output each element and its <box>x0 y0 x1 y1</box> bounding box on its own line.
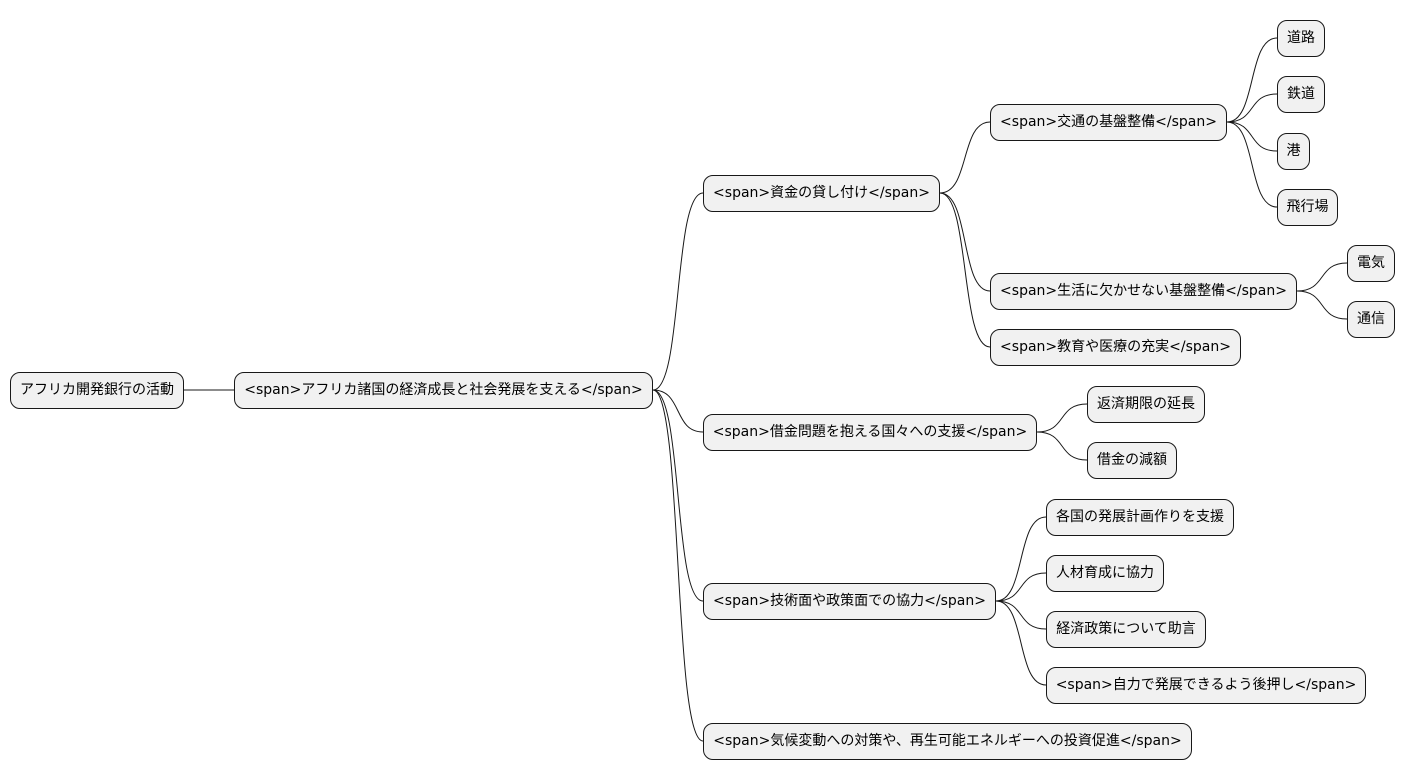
edge-technical-self <box>995 600 1047 686</box>
telecom-node: 通信 <box>1347 301 1395 338</box>
rail-node: 鉄道 <box>1277 76 1325 113</box>
climate-node: <span>気候変動への対策や、再生可能エネルギーへの投資促進</span> <box>703 723 1192 760</box>
edge-debt-extension <box>1036 403 1088 433</box>
edge-level1-climate <box>652 389 704 742</box>
technical-node: <span>技術面や政策面での協力</span> <box>703 583 996 620</box>
edge-level1-loans <box>652 192 704 391</box>
airport-node: 飛行場 <box>1277 189 1338 226</box>
level1-node: <span>アフリカ諸国の経済成長と社会発展を支える</span> <box>234 372 653 409</box>
education-node: <span>教育や医療の充実</span> <box>990 329 1241 366</box>
root-node: アフリカ開発銀行の活動 <box>10 372 184 409</box>
edge-debt-reduction <box>1036 431 1088 461</box>
hr-node: 人材育成に協力 <box>1046 555 1164 592</box>
edge-loans-education <box>939 192 991 348</box>
dev-plan-node: 各国の発展計画作りを支援 <box>1046 499 1234 536</box>
edge-loans-living <box>939 192 991 292</box>
self-reliance-node: <span>自力で発展できるよう後押し</span> <box>1046 667 1366 704</box>
living-node: <span>生活に欠かせない基盤整備</span> <box>990 273 1297 310</box>
edge-transport-airport <box>1226 121 1278 208</box>
debt-extension-node: 返済期限の延長 <box>1087 386 1205 423</box>
electric-node: 電気 <box>1347 245 1395 282</box>
edge-transport-port <box>1226 121 1278 152</box>
edge-level1-technical <box>652 389 704 602</box>
debt-reduction-node: 借金の減額 <box>1087 442 1177 479</box>
edge-living-electric <box>1296 262 1348 292</box>
edge-level1-debt <box>652 389 704 433</box>
loans-node: <span>資金の貸し付け</span> <box>703 175 940 212</box>
edge-transport-road <box>1226 37 1278 123</box>
edge-living-telecom <box>1296 290 1348 320</box>
road-node: 道路 <box>1277 20 1325 57</box>
edge-transport-rail <box>1226 93 1278 123</box>
debt-node: <span>借金問題を抱える国々への支援</span> <box>703 414 1037 451</box>
edge-technical-hr <box>995 572 1047 602</box>
policy-advice-node: 経済政策について助言 <box>1046 611 1206 648</box>
port-node: 港 <box>1277 133 1310 170</box>
edge-loans-transport <box>939 121 991 194</box>
edge-technical-advice <box>995 600 1047 630</box>
edge-technical-plan <box>995 516 1047 602</box>
transport-node: <span>交通の基盤整備</span> <box>990 104 1227 141</box>
